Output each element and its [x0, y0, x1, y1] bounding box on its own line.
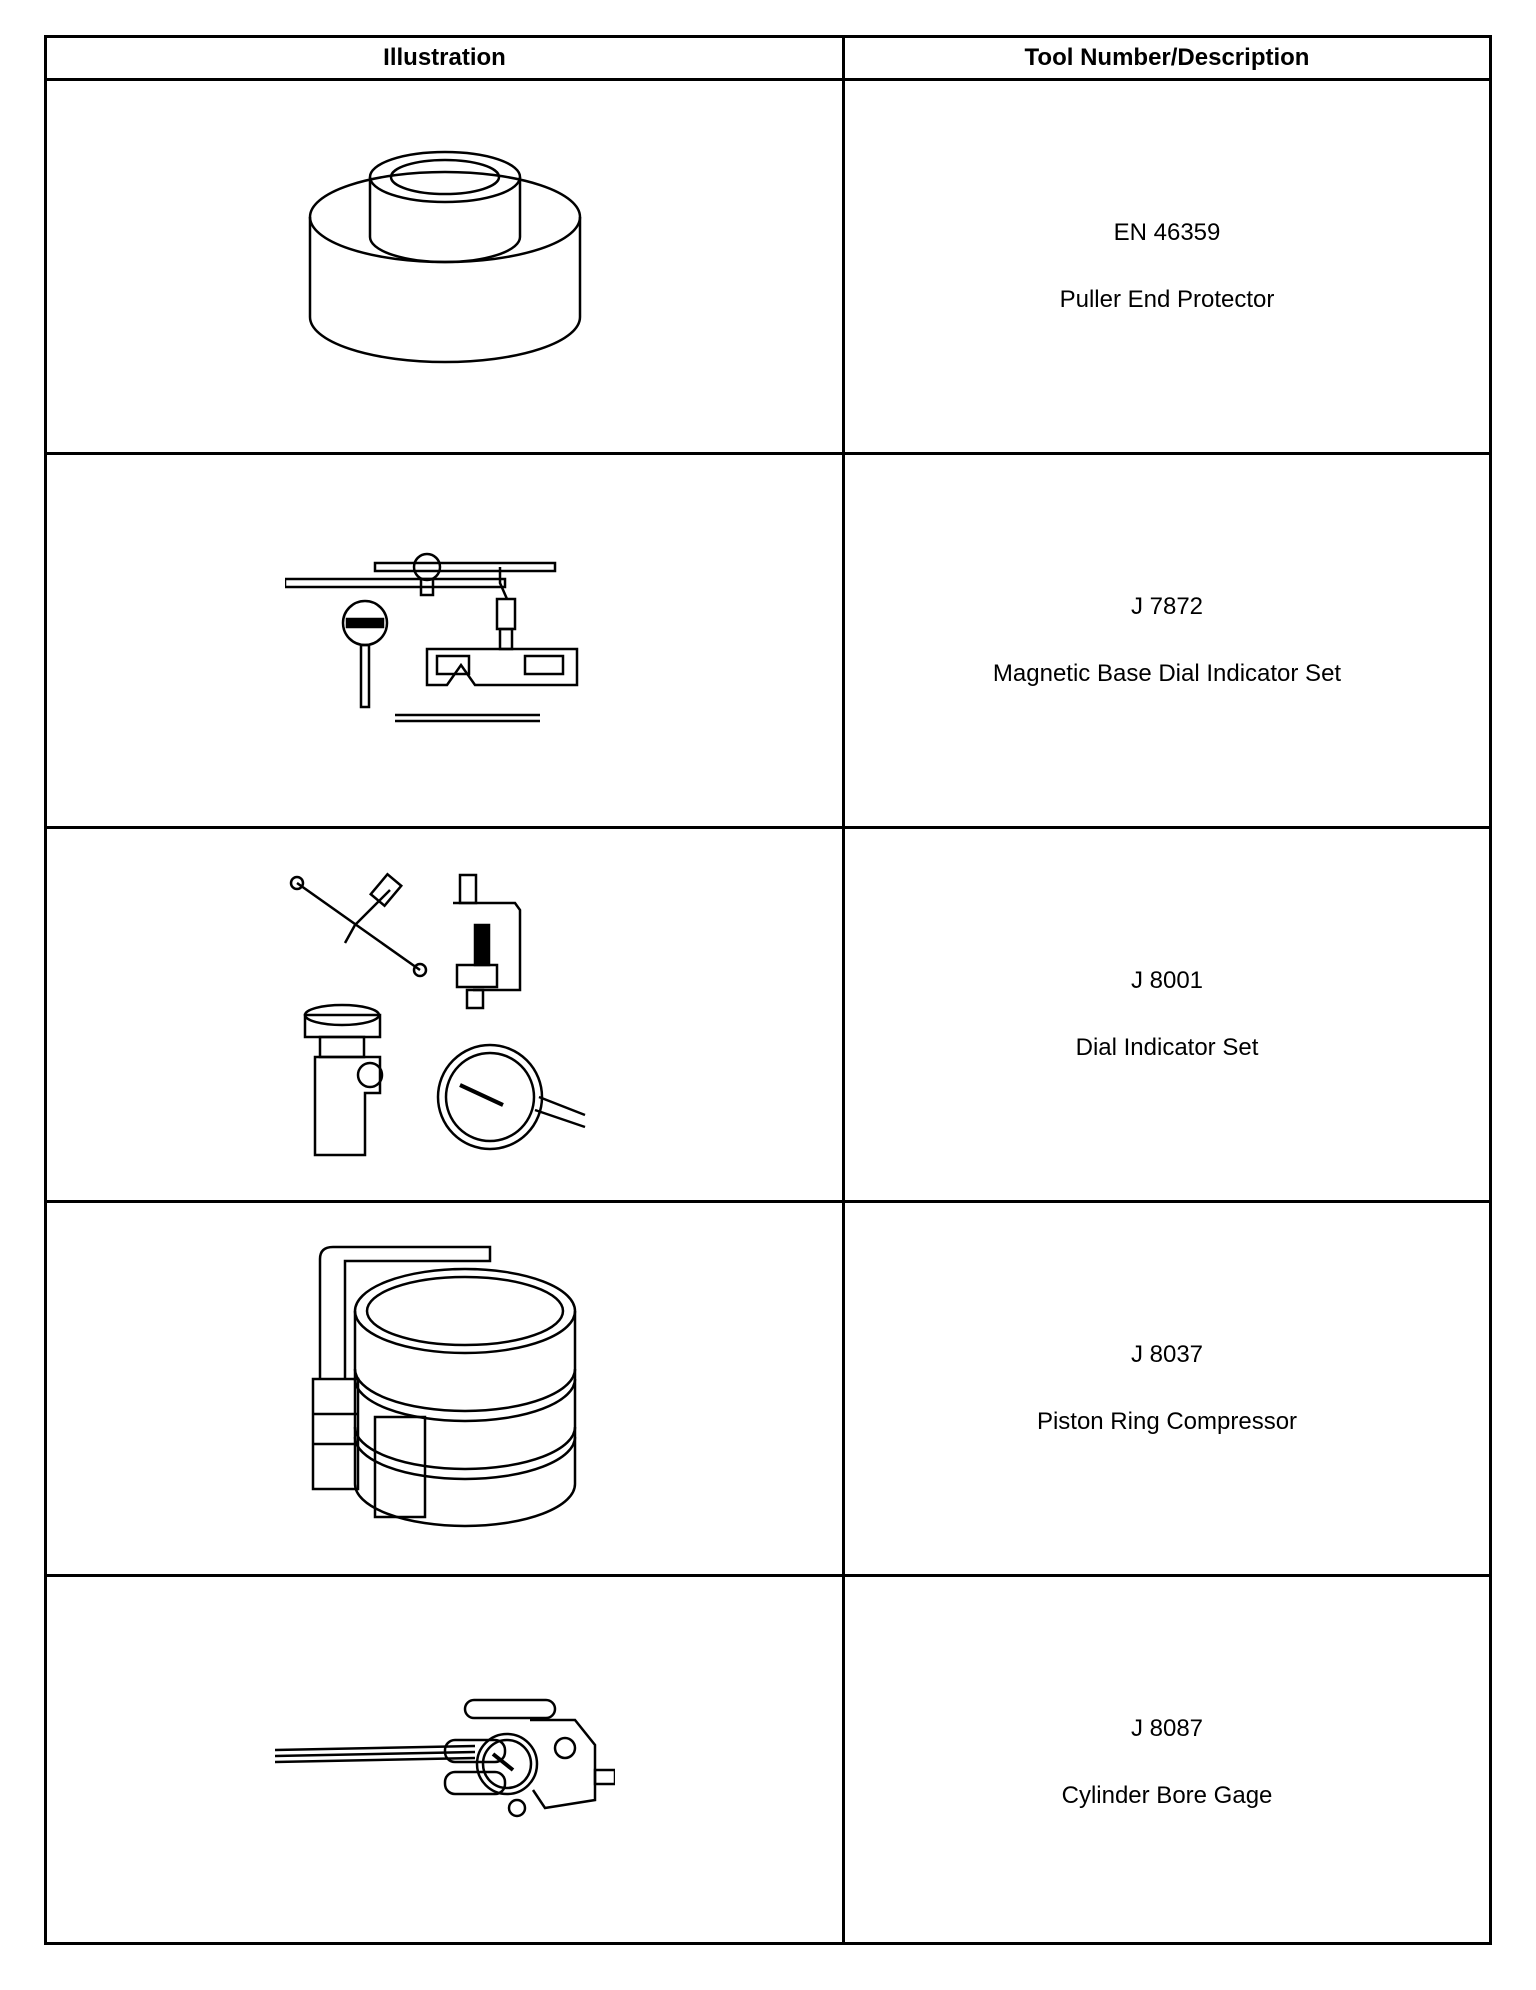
piston-ring-compressor-icon [311, 1245, 576, 1527]
illustration-cell [47, 1577, 842, 1942]
magnetic-base-dial-indicator-icon [284, 552, 578, 722]
illustration-cell [47, 455, 842, 826]
illustration-cell [47, 1203, 842, 1574]
table-header: Illustration Tool Number/Description [47, 38, 1489, 78]
table-row: J 7872 Magnetic Base Dial Indicator Set [47, 455, 1489, 826]
table-row: EN 46359 Puller End Protector [47, 81, 1489, 452]
description-cell: J 8001 Dial Indicator Set [845, 829, 1489, 1200]
header-tool-number: Tool Number/Description [1024, 44, 1310, 71]
tool-number: J 7872 [1130, 593, 1204, 620]
dial-indicator-set-icon [289, 871, 585, 1156]
tool-description: Cylinder Bore Gage [1061, 1782, 1273, 1809]
table-row: J 8001 Dial Indicator Set [47, 829, 1489, 1200]
description-cell: J 8087 Cylinder Bore Gage [845, 1577, 1489, 1942]
row-divider [47, 826, 1489, 829]
puller-end-protector-icon [308, 150, 581, 363]
description-cell: J 7872 Magnetic Base Dial Indicator Set [845, 455, 1489, 826]
tool-number: J 8001 [1130, 967, 1204, 994]
tool-description: Piston Ring Compressor [1036, 1408, 1298, 1435]
row-divider [47, 1574, 1489, 1577]
table-row: J 8087 Cylinder Bore Gage [47, 1577, 1489, 1942]
description-cell: J 8037 Piston Ring Compressor [845, 1203, 1489, 1574]
tool-description: Puller End Protector [1059, 286, 1275, 313]
header-divider [47, 78, 1489, 81]
table-row: J 8037 Piston Ring Compressor [47, 1203, 1489, 1574]
tool-description: Magnetic Base Dial Indicator Set [992, 660, 1342, 687]
tool-description: Dial Indicator Set [1075, 1034, 1259, 1061]
row-divider [47, 452, 1489, 455]
row-divider [47, 1200, 1489, 1203]
column-divider [842, 38, 845, 1942]
tool-number: J 8037 [1130, 1341, 1204, 1368]
cylinder-bore-gage-icon [274, 1698, 615, 1817]
illustration-cell [47, 829, 842, 1200]
tool-number: EN 46359 [1113, 219, 1221, 246]
header-illustration: Illustration [383, 44, 506, 71]
description-cell: EN 46359 Puller End Protector [845, 81, 1489, 452]
tool-table: Illustration Tool Number/Description EN … [44, 35, 1492, 1945]
tool-number: J 8087 [1130, 1715, 1204, 1742]
illustration-cell [47, 81, 842, 452]
